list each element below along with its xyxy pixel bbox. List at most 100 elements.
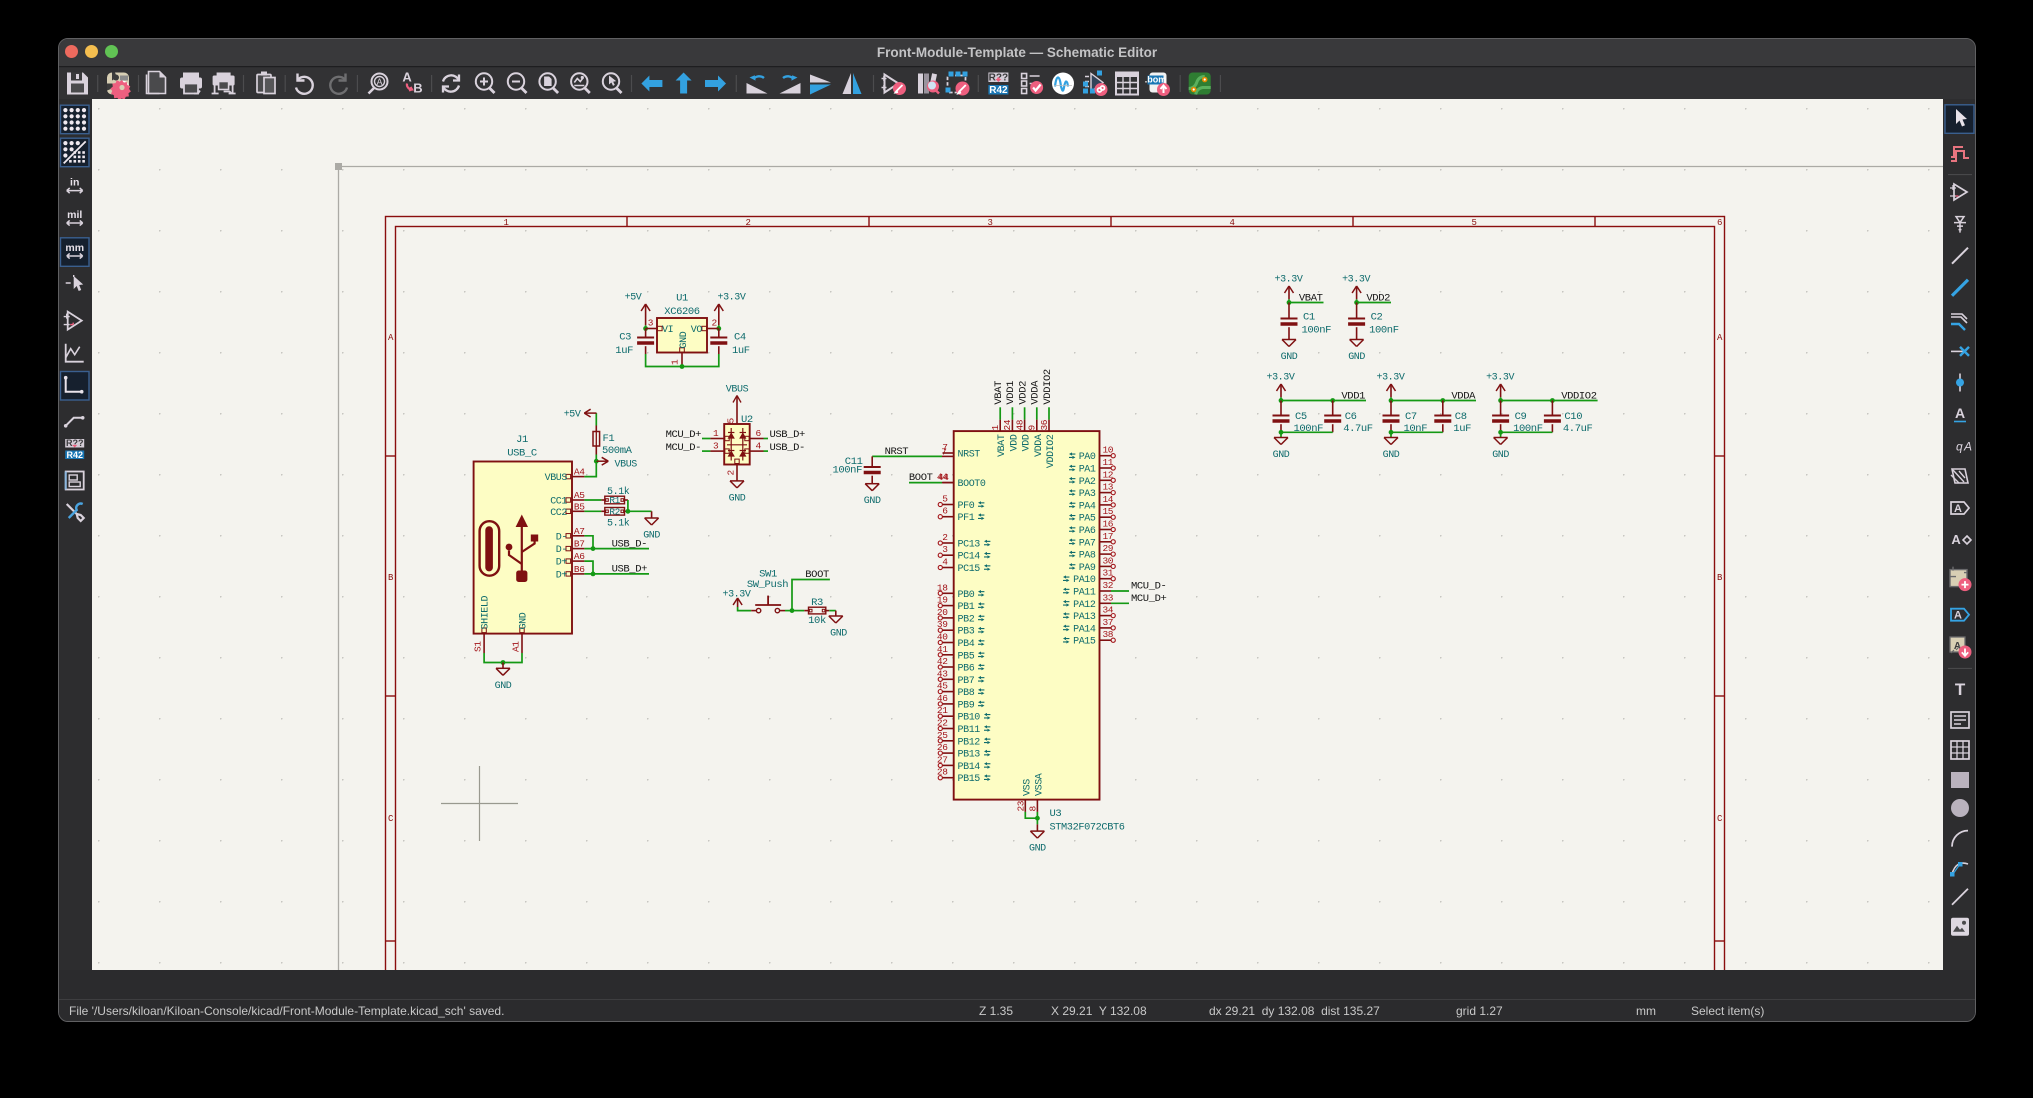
svg-text:PB7: PB7 — [958, 676, 975, 687]
svg-text:A: A — [1954, 641, 1961, 652]
svg-text:R??: R?? — [66, 438, 84, 448]
svg-text:5: 5 — [942, 494, 948, 505]
svg-text:PA12: PA12 — [1073, 600, 1096, 611]
svg-text:A: A — [1955, 405, 1965, 421]
svg-text:VBUS: VBUS — [615, 460, 638, 471]
svg-text:MCU_D-: MCU_D- — [1131, 581, 1166, 593]
svg-text:10: 10 — [1103, 445, 1114, 456]
svg-text:GND: GND — [864, 496, 881, 507]
svg-text:17: 17 — [1103, 531, 1114, 542]
svg-text:4.7uF: 4.7uF — [1563, 423, 1593, 435]
svg-text:S1: S1 — [473, 641, 484, 652]
svg-text:T: T — [1955, 680, 1966, 699]
svg-text:5.1k: 5.1k — [607, 518, 630, 530]
svg-text:42: 42 — [937, 656, 948, 667]
svg-text:100nF: 100nF — [1369, 325, 1399, 337]
svg-text:MCU_D+: MCU_D+ — [1131, 593, 1167, 605]
svg-text:25: 25 — [937, 730, 948, 741]
svg-text:1: 1 — [503, 218, 508, 228]
svg-text:PA3: PA3 — [1079, 489, 1096, 500]
svg-text:GND: GND — [679, 331, 690, 348]
svg-text:PA0: PA0 — [1079, 452, 1096, 463]
svg-text:14: 14 — [1103, 494, 1114, 505]
svg-text:GND: GND — [830, 629, 847, 640]
svg-text:GND: GND — [1029, 844, 1046, 855]
svg-text:13: 13 — [1103, 482, 1114, 493]
svg-text:9: 9 — [1027, 425, 1038, 431]
svg-text:MCU_D-: MCU_D- — [666, 442, 701, 454]
svg-text:5: 5 — [726, 418, 737, 424]
svg-text:5: 5 — [1471, 218, 1476, 228]
svg-text:A: A — [402, 70, 412, 85]
svg-text:R3: R3 — [811, 597, 823, 609]
svg-text:23: 23 — [1015, 800, 1026, 811]
svg-text:U3: U3 — [1050, 808, 1062, 820]
svg-text:C8: C8 — [1455, 411, 1467, 423]
svg-text:BOOT0: BOOT0 — [958, 479, 986, 490]
svg-text:PB5: PB5 — [958, 651, 975, 662]
svg-text:3: 3 — [987, 218, 992, 228]
svg-text:GND: GND — [1281, 352, 1298, 363]
svg-text:PB12: PB12 — [958, 737, 981, 748]
svg-text:18: 18 — [937, 582, 948, 593]
svg-text:PB2: PB2 — [958, 614, 975, 625]
svg-text:C3: C3 — [619, 332, 631, 344]
svg-text:1: 1 — [713, 428, 719, 439]
svg-text:C9: C9 — [1515, 411, 1527, 423]
svg-text:PA1: PA1 — [1079, 465, 1096, 476]
svg-text:mil: mil — [67, 209, 82, 221]
svg-text:PA9: PA9 — [1079, 563, 1096, 574]
svg-text:VI: VI — [662, 325, 673, 336]
svg-text:PF1: PF1 — [958, 513, 975, 524]
svg-text:VDD2: VDD2 — [1366, 293, 1390, 305]
svg-text:D+: D+ — [556, 570, 568, 581]
svg-text:1: 1 — [990, 425, 1001, 431]
svg-text:VDDIO2: VDDIO2 — [1046, 434, 1057, 468]
svg-text:4: 4 — [756, 441, 762, 452]
svg-text:q: q — [1956, 440, 1963, 454]
svg-text:24: 24 — [1002, 419, 1013, 430]
svg-text:A: A — [1954, 503, 1962, 515]
svg-text:C4: C4 — [734, 332, 746, 344]
svg-text:VSS: VSS — [1022, 779, 1033, 796]
svg-text:3: 3 — [713, 441, 719, 452]
svg-text:J1: J1 — [516, 434, 528, 446]
svg-text:46: 46 — [937, 693, 948, 704]
svg-text:41: 41 — [937, 644, 948, 655]
svg-text:36: 36 — [1039, 419, 1050, 430]
svg-text:100nF: 100nF — [1513, 423, 1543, 435]
svg-text:U2: U2 — [741, 414, 753, 426]
svg-text:VDD: VDD — [1009, 434, 1020, 451]
svg-text:12: 12 — [1103, 469, 1114, 480]
svg-text:MCU_D+: MCU_D+ — [666, 429, 702, 441]
svg-text:A: A — [376, 77, 382, 87]
svg-text:+5V: +5V — [625, 293, 642, 304]
svg-text:4: 4 — [942, 557, 948, 568]
svg-text:C: C — [1717, 814, 1723, 824]
svg-text:GND: GND — [643, 531, 660, 542]
svg-text:VBUS: VBUS — [545, 473, 568, 484]
svg-text:+3.3V: +3.3V — [1376, 373, 1404, 384]
svg-text:PC15: PC15 — [958, 564, 981, 575]
svg-text:PA8: PA8 — [1079, 551, 1096, 562]
svg-text:19: 19 — [937, 595, 948, 606]
svg-text:SHIELD: SHIELD — [481, 595, 492, 629]
svg-text:PB0: PB0 — [958, 590, 975, 601]
svg-text:+3.3V: +3.3V — [1486, 373, 1514, 384]
svg-text:VDD1: VDD1 — [1005, 381, 1017, 405]
svg-text:R2: R2 — [609, 507, 620, 518]
svg-text:1uF: 1uF — [615, 345, 633, 357]
svg-text:USB_D-: USB_D- — [612, 538, 647, 550]
svg-text:A6: A6 — [574, 551, 585, 562]
svg-text:PB13: PB13 — [958, 750, 981, 761]
svg-text:C10: C10 — [1564, 411, 1582, 423]
svg-text:PB1: PB1 — [958, 602, 975, 613]
svg-text:34: 34 — [1103, 605, 1114, 616]
svg-text:SW_Push: SW_Push — [747, 579, 788, 591]
svg-text:26: 26 — [937, 742, 948, 753]
svg-text:20: 20 — [937, 607, 948, 618]
svg-text:GND: GND — [1492, 450, 1509, 461]
svg-text:BOOT: BOOT — [909, 472, 933, 484]
svg-text:4.7uF: 4.7uF — [1343, 423, 1373, 435]
svg-text:PA2: PA2 — [1079, 477, 1096, 488]
